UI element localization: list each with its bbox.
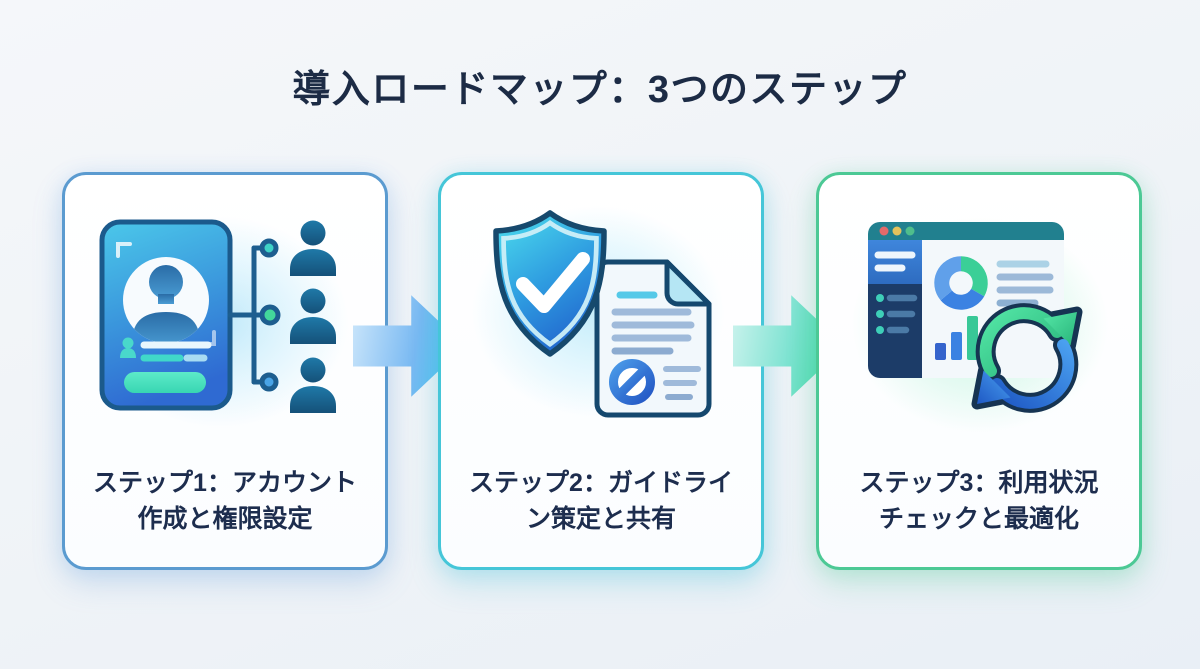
browser-window: [868, 222, 1064, 378]
step-2-label-line2: ン策定と共有: [525, 504, 676, 533]
step-card-3: ステップ3：利用状況 チェックと最適化: [816, 172, 1142, 570]
window-title-bar: [868, 222, 1064, 240]
step-card-1: ステップ1：アカウント 作成と権限設定: [62, 172, 388, 570]
id-card-user-hierarchy-icon: [92, 216, 348, 428]
checkmark-icon: [516, 252, 590, 313]
step-2-icon-area: [470, 200, 730, 435]
step-1-label-line1: ステップ1：アカウント: [93, 468, 357, 497]
bar-chart: [935, 316, 978, 360]
page-title: 導入ロードマップ：3つのステップ: [292, 69, 908, 111]
document-icon: [594, 259, 712, 418]
step-2-label: ステップ2：ガイドライ ン策定と共有: [441, 465, 761, 538]
dashboard-text-lines: [996, 260, 1054, 307]
org-tree-nodes: [259, 238, 281, 392]
document-small-lines: [663, 366, 701, 400]
step-2-label-line1: ステップ2：ガイドライ: [469, 468, 733, 497]
window-sidebar: [868, 240, 922, 378]
corner-bracket: [116, 242, 132, 258]
shield-check-document-icon: [472, 206, 724, 418]
id-card-details: [120, 337, 212, 393]
step-1-label-line2: 作成と権限設定: [137, 504, 313, 533]
prohibition-icon: [609, 359, 655, 405]
step-3-label: ステップ3：利用状況 チェックと最適化: [819, 465, 1139, 538]
donut-chart: [934, 256, 988, 310]
step-3-icon-area: [850, 210, 1110, 445]
card-button: [124, 372, 206, 393]
window-control-dots: [879, 226, 915, 236]
dashboard-refresh-icon: [852, 217, 1108, 433]
avatar: [132, 265, 200, 343]
step-3-label-line2: チェックと最適化: [878, 504, 1079, 533]
id-card: [99, 219, 233, 411]
step-card-2: ステップ2：ガイドライ ン策定と共有: [438, 172, 764, 570]
folded-corner: [664, 259, 712, 307]
document-text-lines: [611, 291, 695, 355]
step-1-label: ステップ1：アカウント 作成と権限設定: [65, 465, 385, 538]
step-3-label-line1: ステップ3：利用状況: [859, 468, 1099, 497]
refresh-arrows-icon: [971, 303, 1083, 413]
user-silhouettes: [290, 220, 336, 413]
shield-check-icon: [496, 213, 604, 354]
step-1-icon-area: [90, 212, 350, 437]
